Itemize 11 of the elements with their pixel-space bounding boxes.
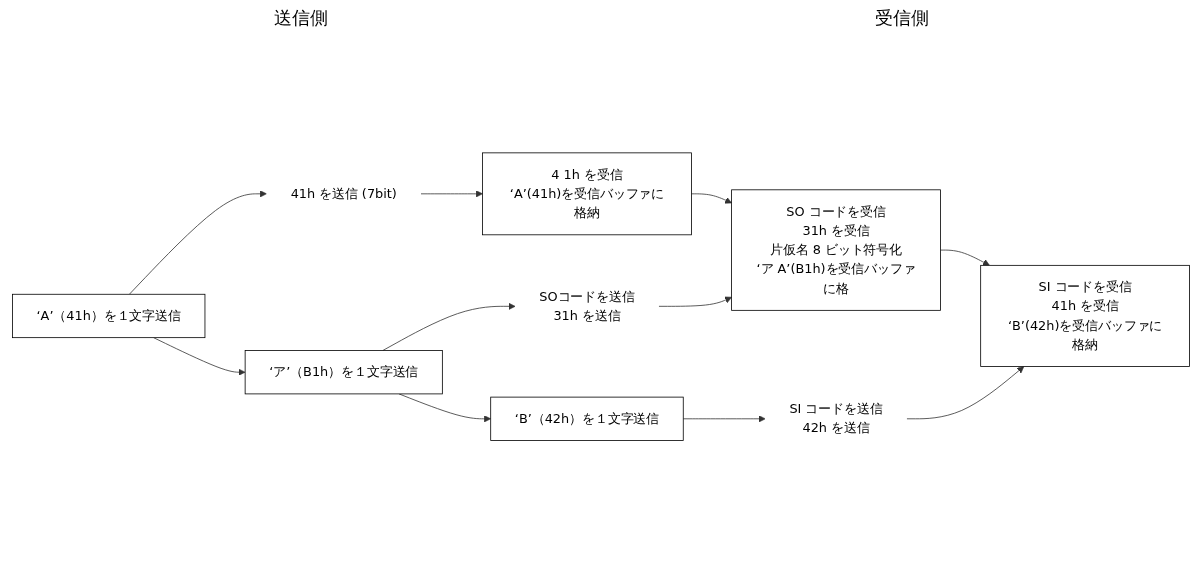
node-box: 4 1h を受信 ‘A’(41h)を受信バッファに格納	[482, 151, 692, 235]
node-box: ‘A’（41h）を１文字送信	[12, 293, 206, 338]
node-text: SI コードを送信 42h を送信	[789, 400, 883, 436]
column-heading: 受信側	[874, 6, 929, 30]
node-text: SOコードを送信 31h を送信	[539, 288, 635, 323]
node-box: SI コードを受信 41h を受信 ‘B’(42h)を受信バッファに格納	[980, 264, 1190, 367]
column-heading: 送信側	[273, 6, 328, 30]
node-text: 41h を送信 (7bit)	[290, 185, 397, 201]
node-box: ‘ア’（B1h）を１文字送信	[244, 349, 443, 394]
node-box: ‘B’（42h）を１文字送信	[490, 396, 684, 441]
node-box: SO コードを受信 31h を受信 片仮名 8 ビット符号化 ‘ア A’(B1h)を受信バッファに格	[731, 188, 941, 311]
